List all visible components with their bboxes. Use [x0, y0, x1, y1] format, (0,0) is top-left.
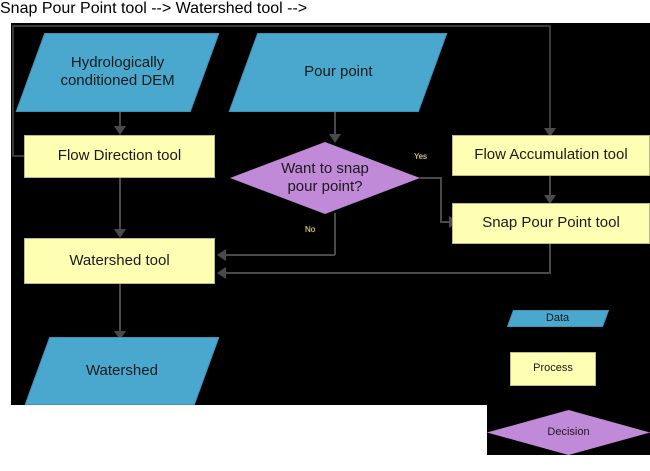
- connector-top-rail-left-drop: [12, 25, 14, 156]
- connector-yes-into-snap: [440, 221, 454, 223]
- edge-label-yes: Yes: [414, 152, 428, 161]
- node-decision-label: Want to snap pour point?: [281, 159, 369, 195]
- node-flow-accumulation[interactable]: Flow Accumulation tool: [452, 135, 650, 176]
- legend-data-label: Data: [546, 311, 570, 324]
- arrowhead-watershed-tool-from-no: [217, 249, 226, 261]
- connector-top-rail: [12, 25, 551, 27]
- node-snap-pour-point-label: Snap Pour Point tool: [482, 214, 620, 232]
- node-pour-point-label: Pour point: [303, 63, 373, 81]
- arrowhead-flow-accumulation: [544, 128, 556, 137]
- node-watershed-output[interactable]: Watershed: [24, 337, 220, 405]
- connector-watershed-tool-to-output: [119, 284, 121, 336]
- arrowhead-watershed-tool-from-snap: [217, 267, 226, 279]
- arrowhead-decision: [329, 134, 341, 143]
- node-pour-point[interactable]: Pour point: [228, 33, 448, 112]
- legend-data-swatch: Data: [506, 310, 610, 327]
- legend-decision-label: Decision: [547, 425, 590, 438]
- connector-no-vertical: [334, 213, 336, 255]
- connector-snap-to-watershed-tool-h: [225, 272, 551, 274]
- arrowhead-watershed-output: [114, 331, 126, 340]
- connector-dem-to-flow-direction: [119, 112, 121, 132]
- connector-flow-direction-to-watershed-tool: [119, 178, 121, 234]
- node-flow-direction[interactable]: Flow Direction tool: [24, 135, 215, 178]
- node-watershed-tool[interactable]: Watershed tool: [24, 238, 215, 284]
- connector-rail-to-flow-accumulation: [549, 25, 551, 130]
- node-flow-accumulation-label: Flow Accumulation tool: [474, 146, 628, 164]
- connector-snap-to-watershed-tool: [549, 243, 551, 273]
- connector-accumulation-to-snap: [549, 176, 551, 198]
- node-snap-pour-point[interactable]: Snap Pour Point tool: [452, 203, 650, 244]
- connector-yes-horizontal: [420, 177, 442, 179]
- connector-into-flow-direction: [12, 155, 25, 157]
- connector-pour-point-to-decision: [334, 112, 336, 139]
- arrowhead-snap-from-accumulation: [544, 195, 556, 204]
- node-hydro-dem[interactable]: Hydrologically conditioned DEM: [15, 33, 220, 112]
- arrowhead-watershed-tool: [114, 229, 126, 238]
- legend-process-label: Process: [533, 362, 573, 375]
- node-flow-direction-label: Flow Direction tool: [57, 147, 182, 165]
- node-hydro-dem-label: Hydrologically conditioned DEM: [60, 54, 175, 90]
- legend-process-swatch: Process: [510, 352, 596, 386]
- node-watershed-output-label: Watershed: [86, 361, 158, 379]
- arrowhead-flow-direction: [114, 126, 126, 135]
- edge-label-no: No: [305, 225, 316, 234]
- node-watershed-tool-label: Watershed tool: [69, 251, 170, 269]
- connector-yes-vertical: [440, 177, 442, 222]
- connector-no-horizontal: [225, 254, 335, 256]
